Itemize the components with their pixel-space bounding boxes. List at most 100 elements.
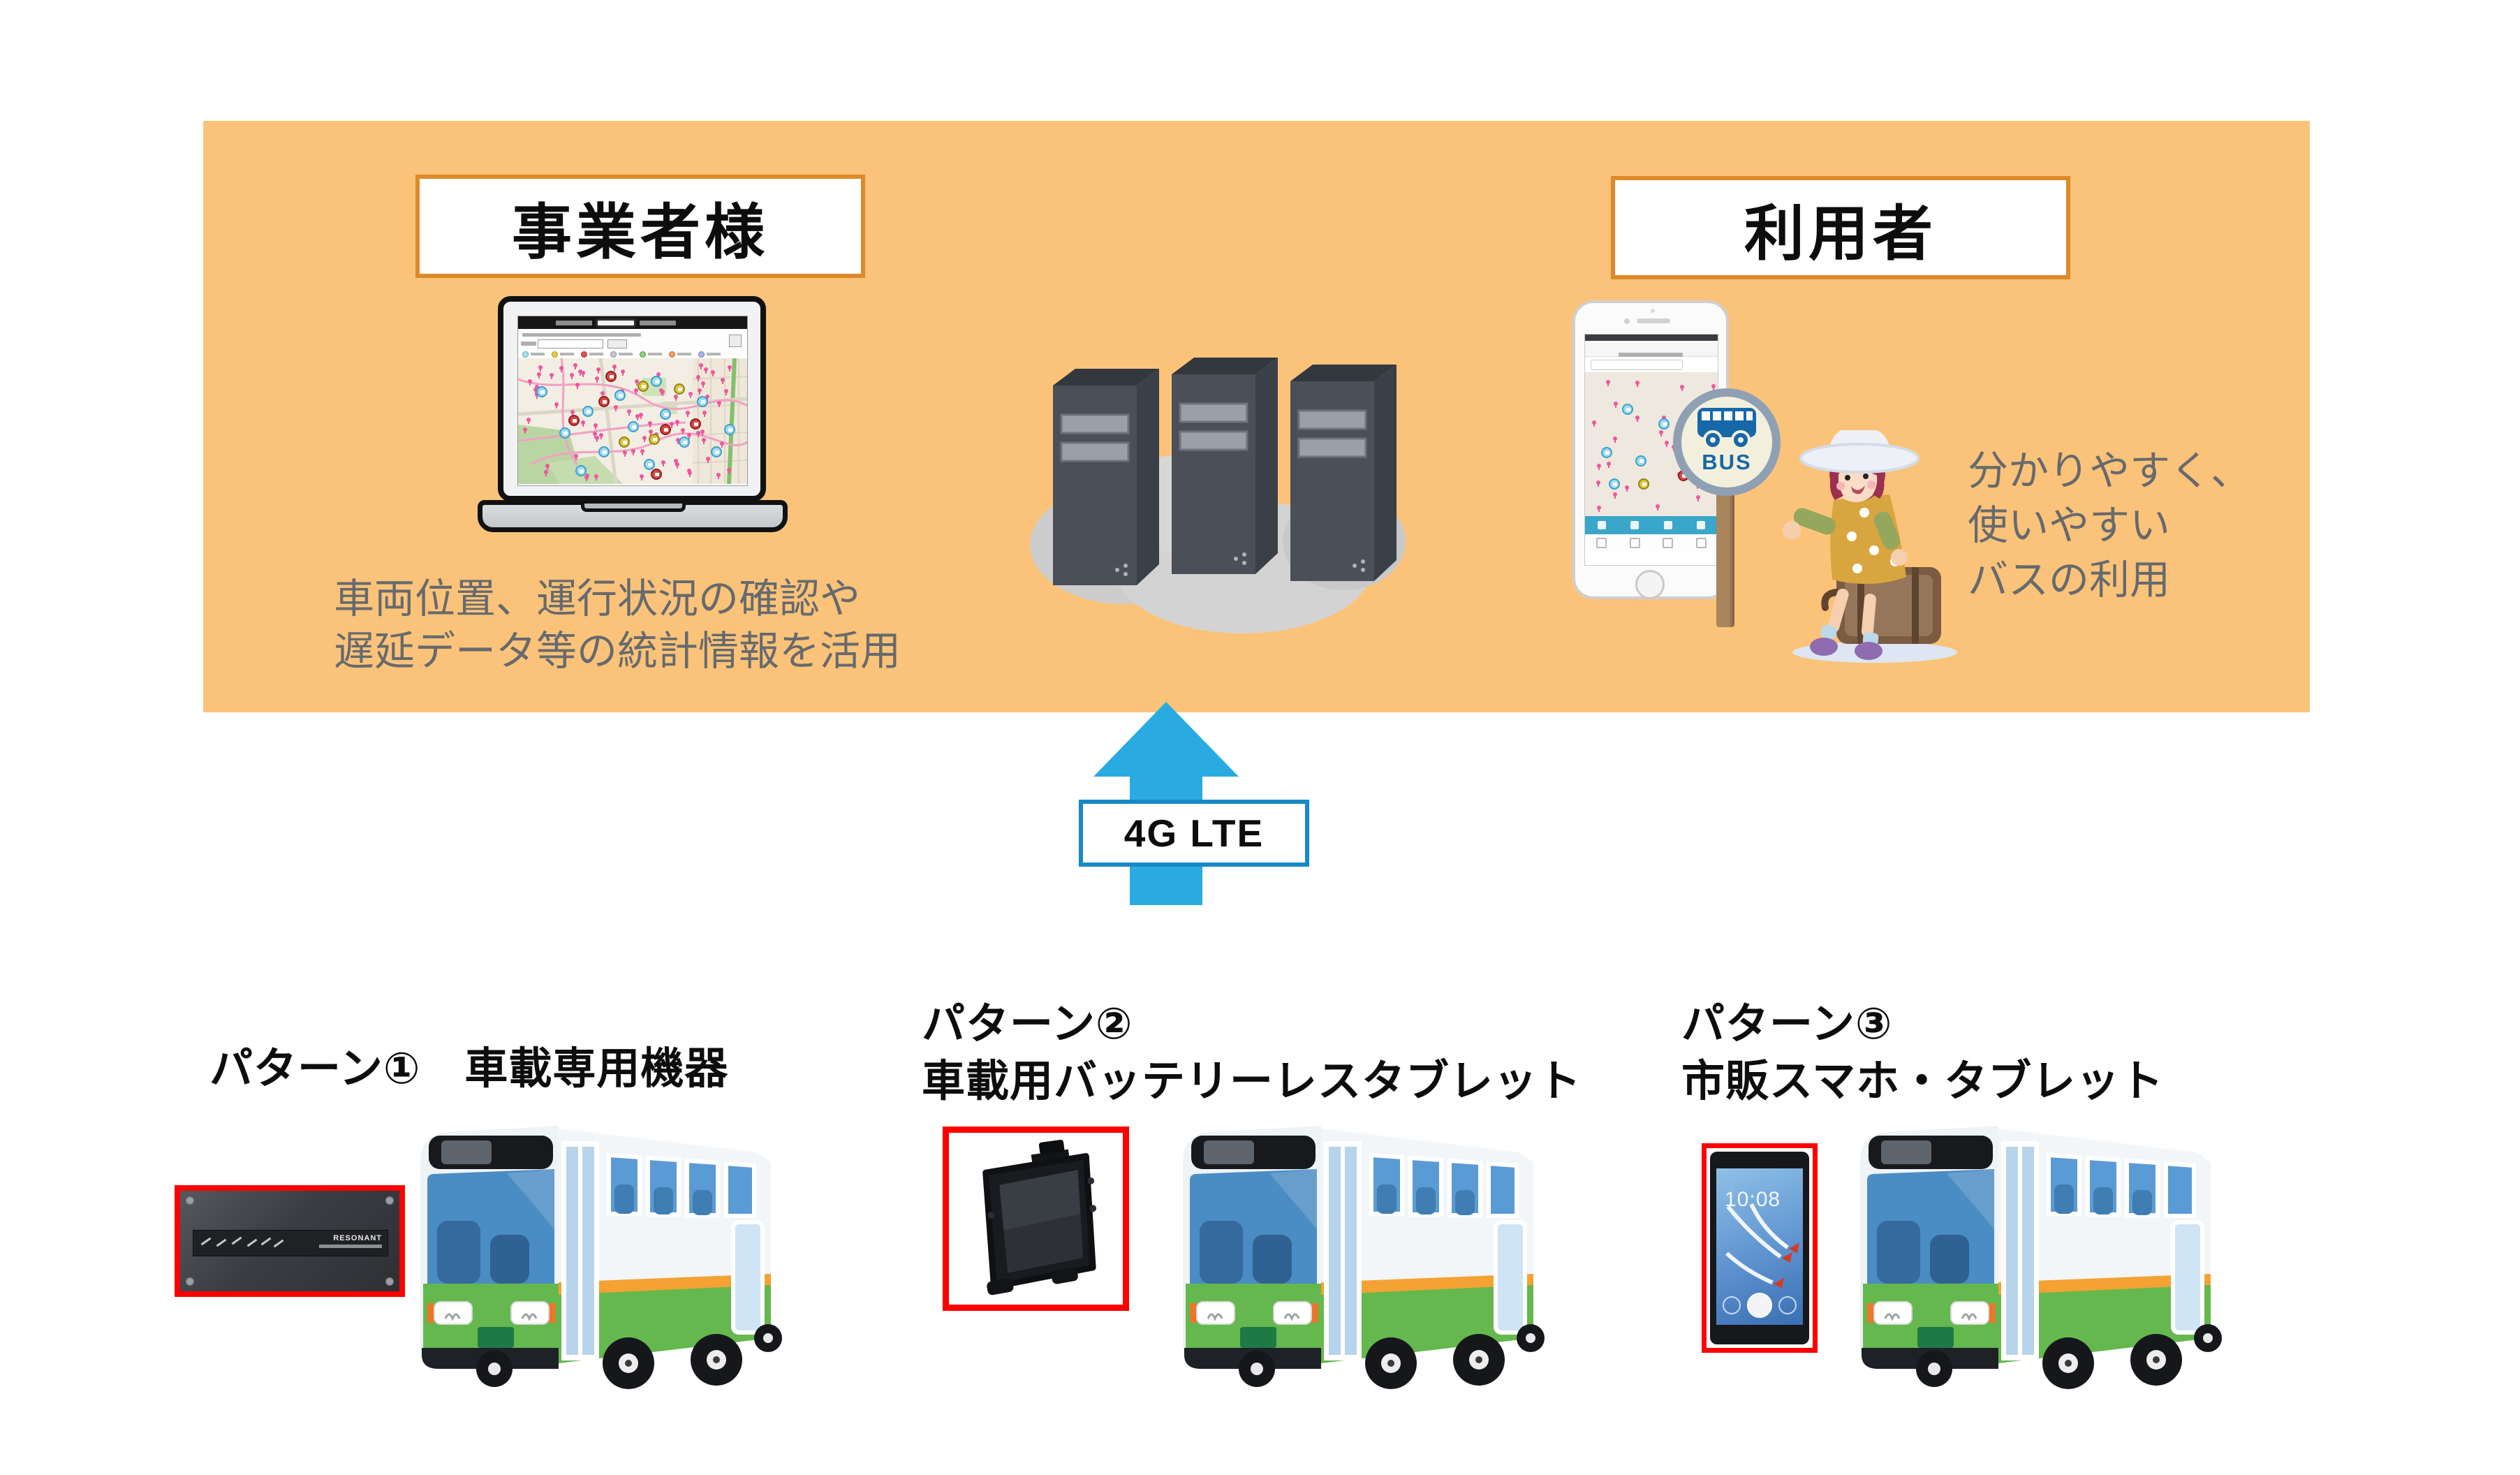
- map-pink-marker: [594, 423, 598, 430]
- webapp-description-text: [522, 333, 641, 337]
- map-bus-marker-yellow: [637, 381, 649, 392]
- map-pink-marker: [545, 464, 550, 471]
- map-pink-marker: [596, 367, 601, 374]
- map-bus-marker-blue: [536, 386, 548, 397]
- app-nav-icon: [1663, 521, 1672, 529]
- bus-illustration-3: [1850, 1117, 2233, 1391]
- map-bus-marker-blue: [1635, 455, 1647, 467]
- user-title: 利用者: [1744, 200, 1937, 267]
- map-pink-marker: [640, 448, 644, 455]
- map-pink-marker: [685, 411, 690, 418]
- phone-home-button: [1635, 570, 1665, 599]
- tablet-clock: 10:08: [1725, 1188, 1781, 1211]
- map-bus-marker-blue: [1609, 478, 1621, 490]
- map-pink-marker: [1596, 464, 1601, 471]
- map-pink-marker: [639, 474, 644, 481]
- app-gray-icon: [1663, 537, 1674, 548]
- map-bus-marker-red: [605, 371, 617, 382]
- webapp-search-input: [538, 339, 603, 348]
- operator-title: 事業者様: [512, 198, 769, 266]
- map-pink-marker: [680, 428, 685, 435]
- map-bus-marker-blue: [1658, 418, 1670, 430]
- map-pink-marker: [528, 379, 533, 386]
- map-pink-marker: [1606, 462, 1611, 469]
- app-gray-icon: [1629, 537, 1640, 548]
- webapp-tabbar: [518, 316, 747, 329]
- map-pink-marker: [719, 441, 724, 448]
- app-search-field: [1591, 360, 1683, 370]
- map-pink-marker: [635, 414, 640, 421]
- map-pink-marker: [526, 417, 531, 424]
- map-pink-marker: [717, 400, 722, 407]
- map-pink-marker: [1655, 504, 1660, 511]
- map-pink-marker: [1659, 430, 1664, 437]
- map-bus-marker-blue: [582, 406, 594, 418]
- bus-illustration-1: [411, 1117, 793, 1391]
- map-pink-marker: [1613, 492, 1618, 499]
- legend-gray-icon: [610, 351, 617, 358]
- map-pink-marker: [537, 372, 542, 379]
- map-bus-marker-red: [690, 418, 701, 430]
- map-pink-marker: [574, 454, 579, 461]
- map-pink-marker: [612, 365, 617, 372]
- screw-icon: [186, 1277, 194, 1286]
- map-pink-marker: [595, 376, 600, 383]
- map-pink-marker: [1596, 480, 1601, 487]
- map-pink-marker: [622, 450, 627, 457]
- webapp-tab: [556, 320, 592, 325]
- map-pink-marker: [675, 438, 680, 445]
- map-pink-marker: [523, 427, 528, 434]
- map-pink-marker: [1592, 420, 1597, 427]
- network-label-box: 4G LTE: [1079, 800, 1309, 867]
- map-pink-marker: [716, 472, 721, 479]
- map-pink-marker: [669, 422, 674, 429]
- map-bus-marker-yellow: [674, 383, 686, 395]
- map-bus-marker-blue: [660, 409, 672, 420]
- map-pink-marker: [1612, 436, 1617, 443]
- map-pink-marker: [559, 365, 563, 372]
- map-bus-marker-blue: [628, 421, 640, 432]
- map-bus-marker-blue: [710, 446, 722, 457]
- map-pink-marker: [573, 363, 577, 370]
- laptop-hinge-notch: [581, 500, 686, 512]
- app-gray-icon: [1695, 537, 1707, 548]
- commercial-tablet-device: 10:08: [1710, 1152, 1809, 1344]
- map-bus-marker-yellow: [648, 434, 660, 445]
- rugged-tablet-frame: [943, 1127, 1129, 1311]
- map-pink-marker: [1605, 380, 1610, 387]
- onboard-unit-device: RESONANT: [175, 1185, 405, 1297]
- screw-icon: [385, 1196, 394, 1205]
- map-bus-marker-blue: [696, 396, 708, 407]
- map-pink-marker: [1635, 415, 1640, 422]
- map-pink-marker: [687, 433, 692, 440]
- webapp-tab: [640, 320, 676, 325]
- map-pink-marker: [1614, 402, 1619, 409]
- map-pink-marker: [695, 375, 700, 382]
- map-pink-marker: [1696, 494, 1701, 501]
- map-bus-marker-blue: [614, 390, 626, 401]
- map-pink-marker: [700, 429, 705, 436]
- map-bus-marker-blue: [1600, 447, 1612, 459]
- map-bus-marker-blue: [598, 446, 610, 457]
- map-bus-marker-blue: [559, 427, 571, 439]
- commercial-tablet-frame: 10:08: [1702, 1143, 1818, 1353]
- map-pink-marker: [698, 388, 702, 395]
- map-pink-marker: [727, 467, 732, 474]
- app-nav-bar: [1585, 516, 1718, 534]
- map-pink-marker: [627, 409, 632, 416]
- map-pink-marker: [570, 372, 575, 379]
- map-pink-marker: [687, 468, 692, 475]
- cloud-servers-illustration: [1026, 314, 1407, 643]
- legend-orange-icon: [669, 351, 675, 358]
- map-pink-marker: [594, 474, 598, 480]
- app-nav-icon: [1630, 521, 1640, 529]
- map-pink-marker: [1597, 506, 1602, 513]
- map-pink-marker: [720, 377, 725, 384]
- map-bus-marker-red: [568, 415, 580, 426]
- map-pink-marker: [1665, 441, 1670, 448]
- app-header: [1585, 341, 1718, 357]
- device-model-text-stub: [319, 1245, 382, 1248]
- webapp-marker-legend: [522, 350, 721, 358]
- user-caption: 分かりやすく、 使いやすい バスの利用: [1968, 448, 2252, 603]
